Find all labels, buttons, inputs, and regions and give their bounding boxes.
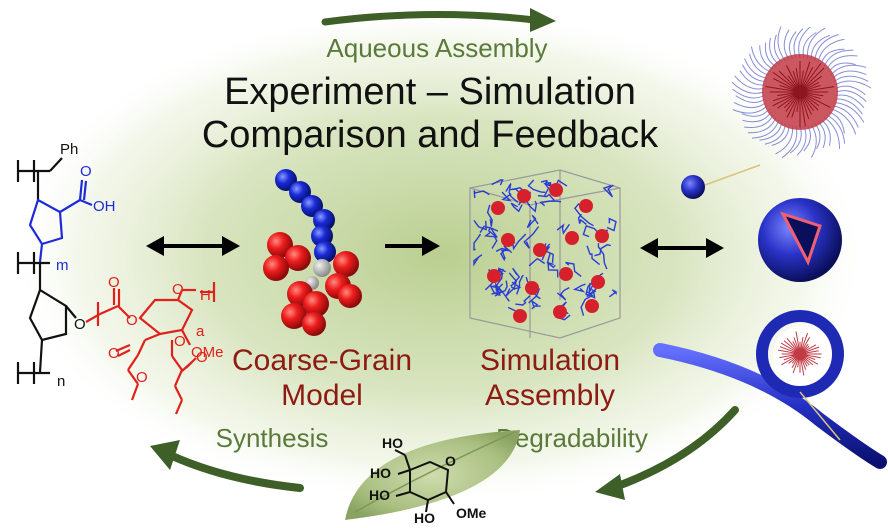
micelle-star — [731, 26, 872, 159]
label-ho-3: HO — [369, 487, 390, 503]
label-o-ester-2: O — [108, 345, 120, 362]
label-ome-sugar: OMe — [456, 505, 487, 521]
label-coarse-grain: Coarse-Grain — [232, 344, 412, 377]
label-o-ring: O — [172, 281, 184, 298]
label-model: Model — [281, 379, 363, 412]
label-o-anomeric: O — [174, 333, 186, 350]
label-degradability: Degradability — [496, 423, 648, 453]
worm-tube — [653, 310, 887, 469]
title-line-1: Experiment – Simulation — [224, 71, 636, 113]
label-simulation: Simulation — [480, 344, 620, 377]
label-m: m — [56, 257, 69, 274]
label-o-carbonyl-2: O — [196, 349, 208, 366]
top-cycle-arrow — [321, 8, 556, 32]
label-o-linker: O — [74, 316, 86, 333]
label-o-ester-1: O — [126, 312, 138, 329]
label-oh: OH — [93, 198, 116, 215]
arrow-cg-to-sim — [385, 236, 440, 256]
label-o-top: O — [80, 163, 92, 180]
label-ome-poly: OMe — [191, 344, 224, 361]
small-blue-sphere — [681, 175, 705, 199]
leaf-sugar: HO HO HO O HO OMe — [345, 430, 520, 526]
connector-micelle — [704, 164, 761, 186]
label-synthesis: Synthesis — [216, 423, 329, 453]
simulation-micelles — [487, 183, 609, 323]
label-ho-1: HO — [382, 435, 403, 451]
double-arrow-right — [640, 238, 724, 258]
label-ho-4: HO — [414, 510, 435, 526]
polymer-structure: Ph O OH m O n — [16, 141, 224, 415]
label-ho-2: HO — [370, 465, 391, 481]
label-o-carbonyl-1: O — [108, 274, 120, 291]
left-cycle-arrow — [150, 440, 304, 492]
label-assembly: Assembly — [485, 379, 615, 412]
simulation-box — [469, 169, 621, 339]
label-h: H — [200, 287, 211, 304]
label-o-ester-3: O — [136, 369, 148, 386]
background-glow — [10, 5, 870, 505]
label-ph: Ph — [60, 141, 78, 158]
label-o-sugar-ring: O — [445, 453, 456, 469]
label-n: n — [57, 373, 65, 390]
double-arrow-left — [146, 236, 240, 256]
label-a: a — [196, 323, 205, 340]
vesicle-sphere — [758, 198, 842, 282]
title-line-2: Comparison and Feedback — [202, 114, 659, 156]
right-cycle-arrow — [595, 406, 739, 500]
label-aqueous-assembly: Aqueous Assembly — [326, 33, 547, 63]
coarse-grain-model — [263, 169, 362, 336]
